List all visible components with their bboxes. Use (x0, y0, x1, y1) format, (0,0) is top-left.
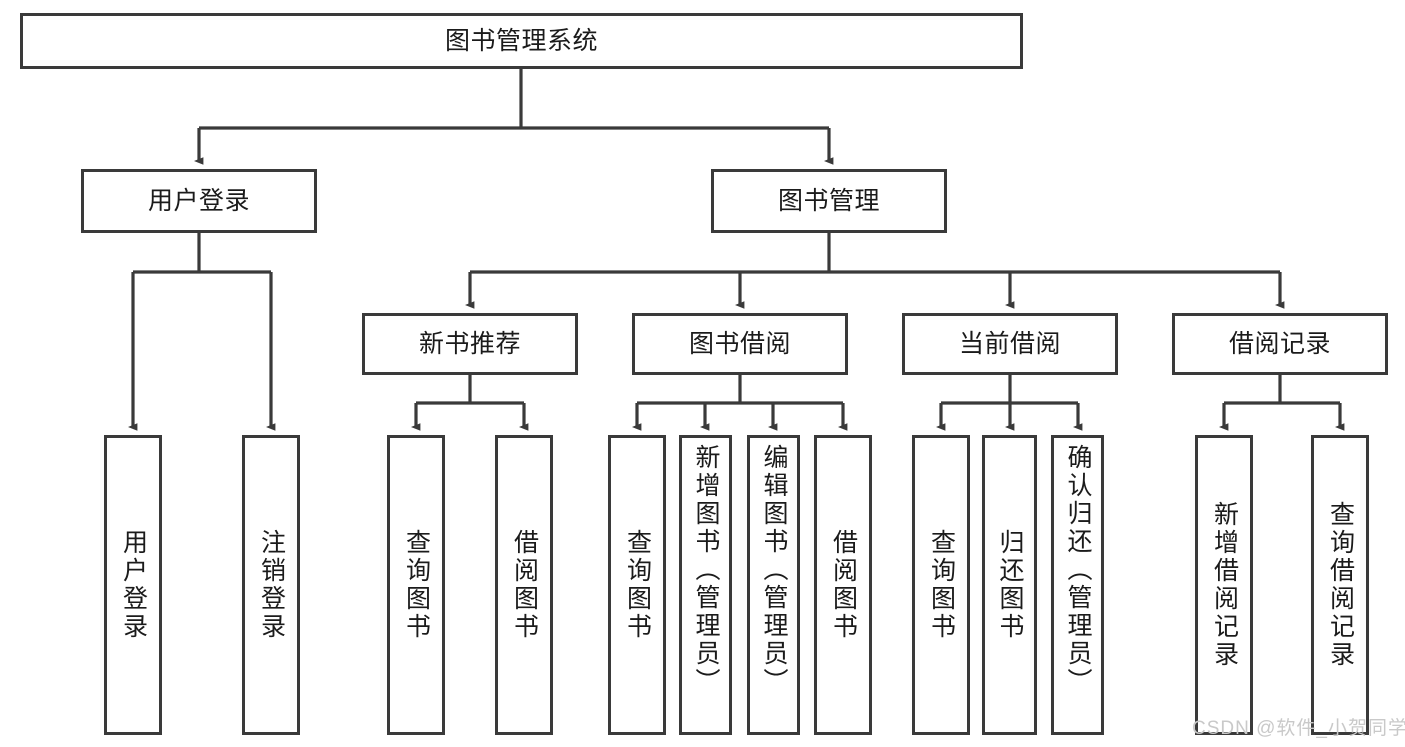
node-label: 新书推荐 (418, 329, 521, 358)
node-label: 借阅图书 (510, 529, 539, 641)
leaf-edit-book-admin[interactable]: 编辑图书（管理员） (747, 435, 800, 735)
csdn-watermark: CSDN @软件_小贺同学 (1192, 718, 1405, 739)
node-label: 确认归还（管理员） (1064, 444, 1092, 696)
leaf-query-borrow-record[interactable]: 查询借阅记录 (1311, 435, 1369, 735)
node-label: 当前借阅 (958, 329, 1061, 358)
node-label: 归还图书 (996, 529, 1024, 641)
node-label: 图书管理系统 (444, 26, 598, 55)
node-label: 查询图书 (623, 529, 652, 641)
node-label: 用户登录 (119, 529, 148, 641)
node-current-borrow[interactable]: 当前借阅 (902, 313, 1118, 375)
leaf-confirm-return-admin[interactable]: 确认归还（管理员） (1051, 435, 1104, 735)
node-label: 借阅图书 (829, 529, 858, 641)
leaf-return-book[interactable]: 归还图书 (982, 435, 1037, 735)
node-book-borrow[interactable]: 图书借阅 (632, 313, 848, 375)
node-label: 用户登录 (147, 186, 250, 215)
node-label: 编辑图书（管理员） (760, 444, 788, 696)
leaf-borrow-book-recommend[interactable]: 借阅图书 (495, 435, 553, 735)
node-label: 图书管理 (777, 186, 880, 215)
leaf-add-borrow-record[interactable]: 新增借阅记录 (1195, 435, 1253, 735)
node-label: 新增借阅记录 (1210, 501, 1239, 669)
leaf-query-book-recommend[interactable]: 查询图书 (387, 435, 445, 735)
leaf-logout-login[interactable]: 注销登录 (242, 435, 300, 735)
node-label: 查询借阅记录 (1326, 501, 1355, 669)
node-label: 借阅记录 (1228, 329, 1331, 358)
node-label: 查询图书 (927, 529, 956, 641)
leaf-user-login[interactable]: 用户登录 (104, 435, 162, 735)
node-new-book-recommend[interactable]: 新书推荐 (362, 313, 578, 375)
leaf-add-book-admin[interactable]: 新增图书（管理员） (679, 435, 732, 735)
node-label: 新增图书（管理员） (692, 444, 720, 696)
node-book-management[interactable]: 图书管理 (711, 169, 947, 233)
node-root-book-management-system[interactable]: 图书管理系统 (20, 13, 1023, 69)
node-label: 图书借阅 (688, 329, 791, 358)
leaf-query-book-borrow[interactable]: 查询图书 (608, 435, 666, 735)
node-user-login[interactable]: 用户登录 (81, 169, 317, 233)
leaf-query-book-current[interactable]: 查询图书 (912, 435, 970, 735)
node-label: 查询图书 (402, 529, 431, 641)
node-label: 注销登录 (257, 529, 286, 641)
leaf-borrow-book-borrow[interactable]: 借阅图书 (814, 435, 872, 735)
node-borrow-record[interactable]: 借阅记录 (1172, 313, 1388, 375)
